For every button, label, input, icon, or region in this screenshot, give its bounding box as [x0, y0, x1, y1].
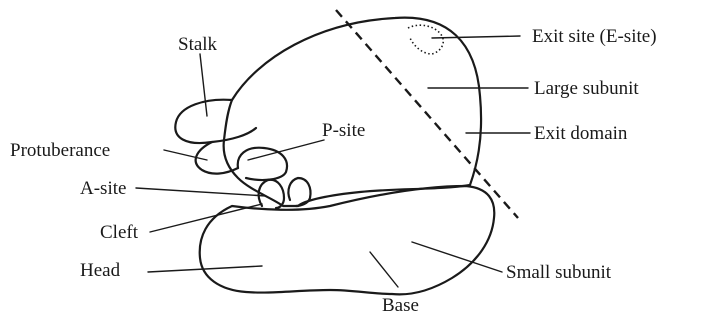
label-small-subunit: Small subunit — [506, 262, 612, 283]
a-site-inner-shape — [288, 178, 310, 206]
label-a-site: A-site — [80, 178, 126, 199]
label-large-subunit: Large subunit — [534, 78, 639, 99]
label-stalk: Stalk — [178, 34, 218, 55]
leader-stalk — [200, 54, 207, 116]
exit-axis-dashed-line — [336, 10, 518, 218]
leader-base — [370, 252, 398, 287]
small-subunit-shape — [200, 186, 495, 294]
exit-site-dots — [408, 25, 443, 54]
label-p-site: P-site — [322, 120, 365, 141]
label-cleft: Cleft — [100, 222, 139, 243]
leader-p-site — [248, 140, 324, 160]
label-head: Head — [80, 260, 121, 281]
label-base: Base — [382, 295, 419, 316]
p-site-shape — [238, 148, 287, 180]
leader-small-subunit — [412, 242, 502, 272]
label-exit-site: Exit site (E-site) — [532, 26, 657, 47]
label-protuberance: Protuberance — [10, 140, 110, 161]
stalk-shape — [175, 100, 256, 143]
label-exit-domain: Exit domain — [534, 123, 628, 144]
leader-a-site — [136, 188, 266, 196]
leader-exit-site — [432, 36, 520, 38]
